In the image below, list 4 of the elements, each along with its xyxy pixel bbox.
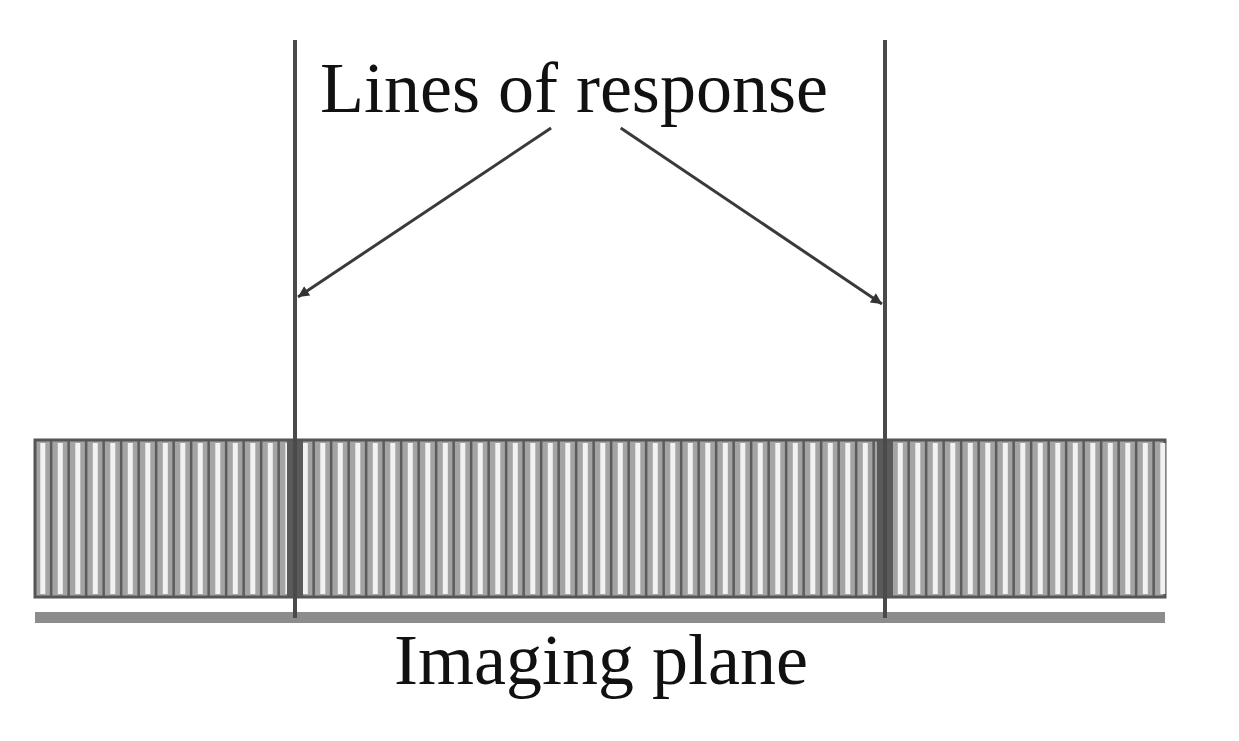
leader-arrow	[297, 126, 552, 299]
line-of-response	[293, 40, 297, 618]
leader-arrow	[619, 126, 883, 306]
line-of-response	[883, 40, 887, 618]
